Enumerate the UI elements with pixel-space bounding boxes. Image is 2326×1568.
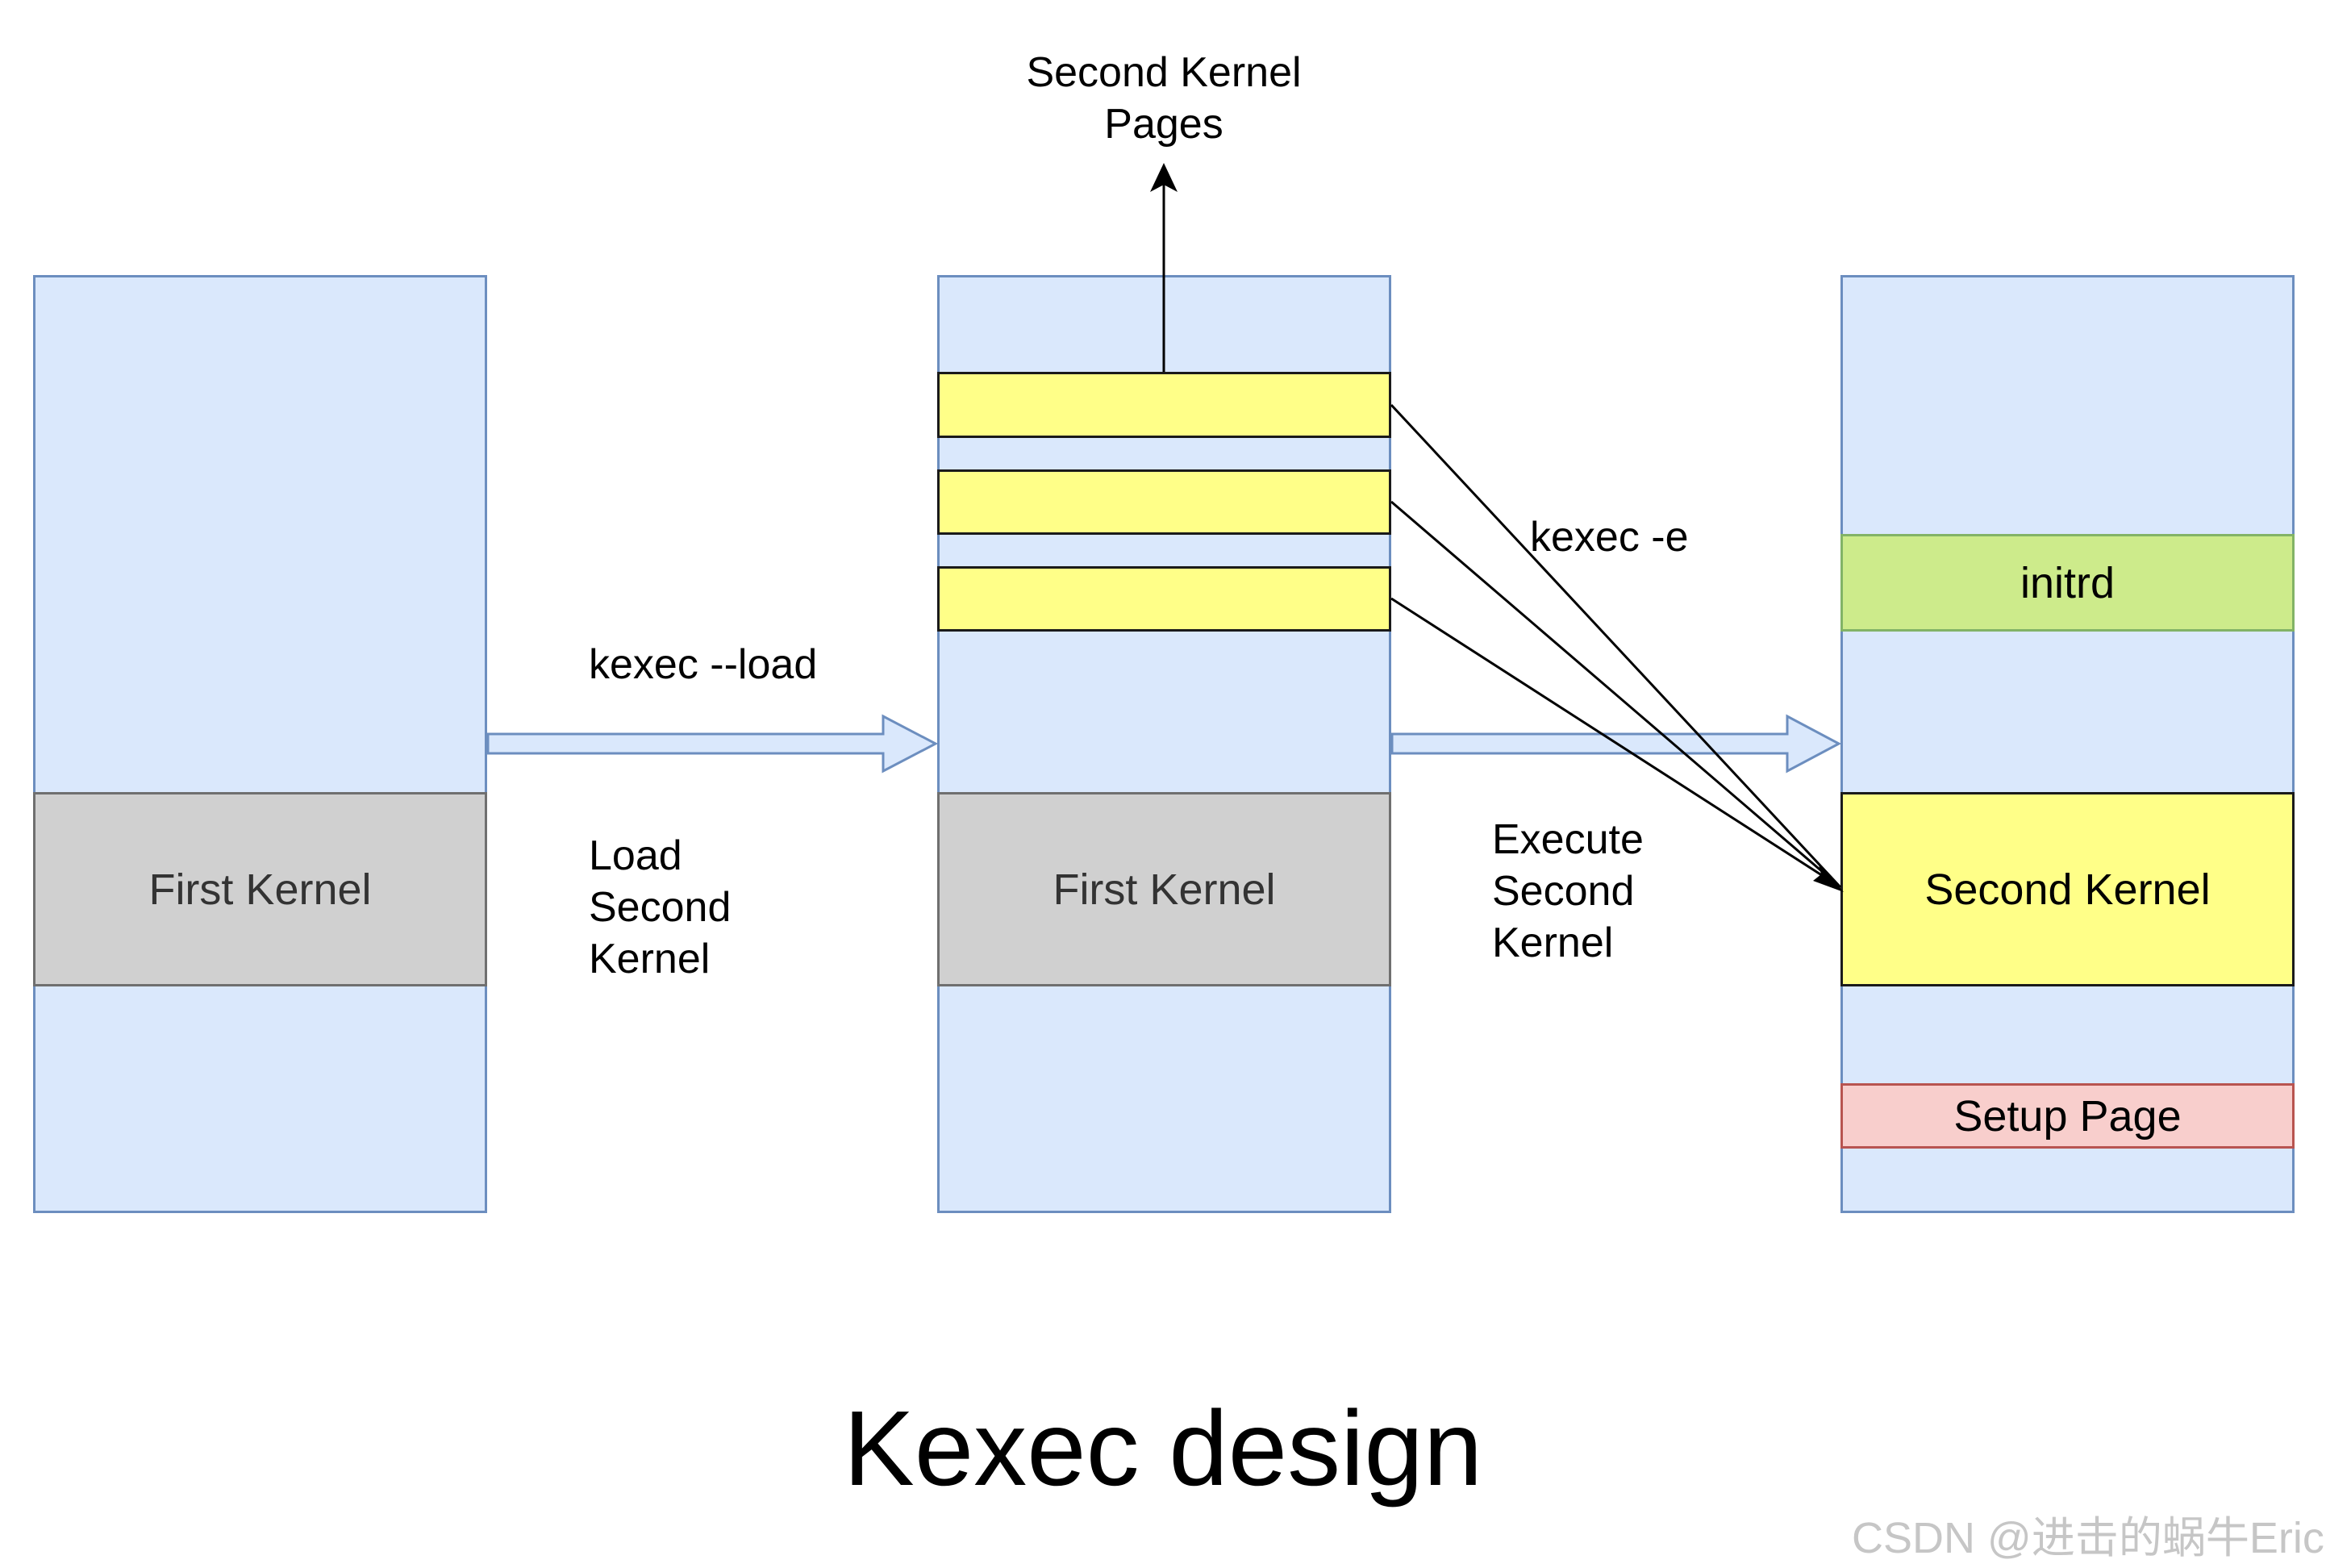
middle-first-kernel-label: First Kernel — [1053, 865, 1276, 914]
page-1-to-second-kernel-line — [1390, 403, 1842, 889]
load-block-arrow — [486, 714, 939, 774]
left-memory-column — [33, 275, 487, 1213]
second-kernel-pages-label: Second Kernel Pages — [922, 47, 1406, 150]
kexec-load-label: kexec --load — [589, 641, 818, 688]
csdn-watermark: CSDN @进击的蜗牛Eric — [1852, 1514, 2324, 1562]
second-kernel-page-1 — [937, 372, 1391, 438]
initrd-label: initrd — [2020, 558, 2115, 607]
load-desc-line-3: Kernel — [589, 936, 711, 982]
second-kernel-label: Second Kernel — [1924, 865, 2211, 914]
left-first-kernel-region: First Kernel — [33, 792, 487, 986]
initrd-region: initrd — [1840, 534, 2295, 632]
execute-desc-line-2: Second — [1492, 868, 1635, 915]
left-first-kernel-label: First Kernel — [148, 865, 372, 914]
second-kernel-arrowhead — [1813, 861, 1844, 892]
kexec-e-label: kexec -e — [1530, 514, 1689, 561]
load-desc-line-2: Second — [589, 884, 732, 931]
execute-desc-line-1: Execute — [1492, 816, 1644, 863]
pages-label-line-2: Pages — [1104, 101, 1223, 148]
load-desc-line-1: Load — [589, 832, 682, 879]
middle-first-kernel-region: First Kernel — [937, 792, 1391, 986]
page-3-to-second-kernel-line — [1390, 597, 1841, 889]
page-2-to-second-kernel-line — [1390, 500, 1841, 889]
diagram-title: Kexec design — [843, 1389, 1483, 1508]
second-kernel-page-2 — [937, 469, 1391, 535]
setup-page-label: Setup Page — [1953, 1091, 2182, 1141]
second-kernel-region: Second Kernel — [1840, 792, 2295, 986]
second-kernel-page-3 — [937, 566, 1391, 632]
setup-page-region: Setup Page — [1840, 1083, 2295, 1149]
pages-label-line-1: Second Kernel — [1026, 49, 1302, 96]
pages-up-arrowhead — [1150, 163, 1178, 192]
load-second-kernel-label: Load Second Kernel — [589, 830, 731, 985]
execute-second-kernel-label: Execute Second Kernel — [1492, 814, 1644, 969]
right-memory-column — [1840, 275, 2295, 1213]
execute-desc-line-3: Kernel — [1492, 920, 1614, 966]
